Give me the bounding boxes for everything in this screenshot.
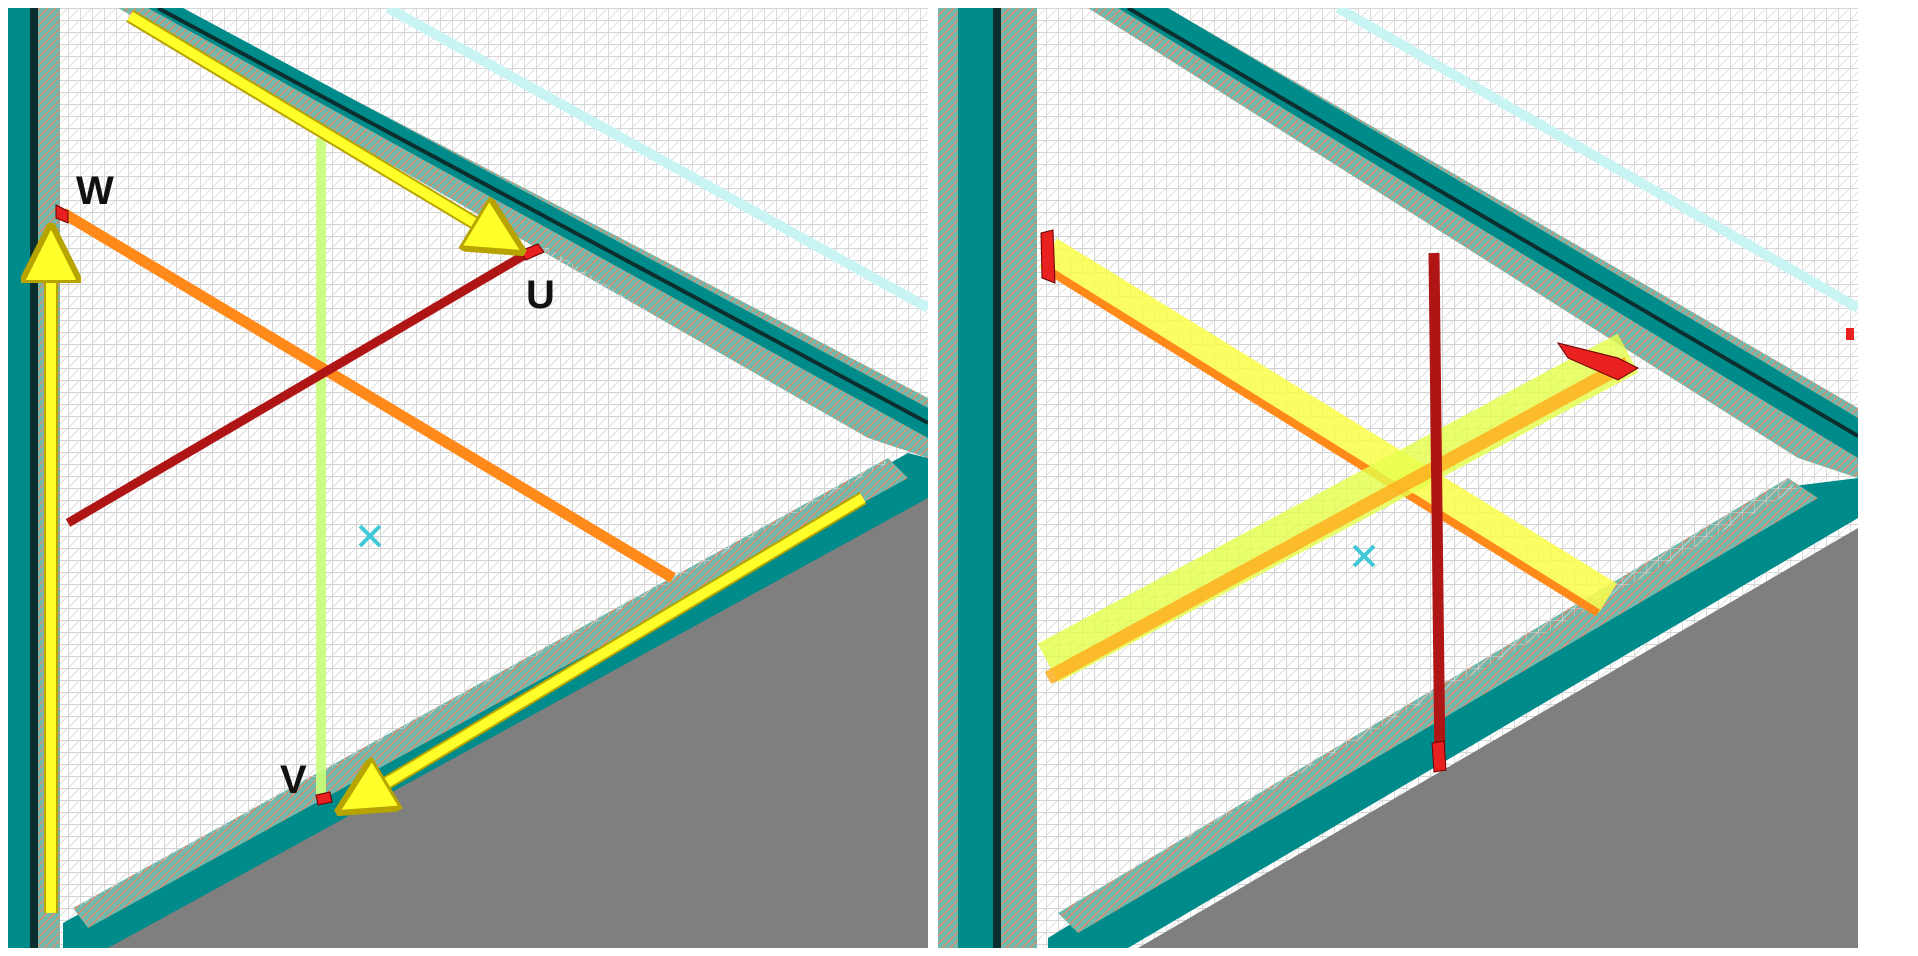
left-frame-post-edge bbox=[30, 8, 38, 948]
right-edge-marker bbox=[1846, 328, 1854, 340]
top-frame-beam bbox=[148, 8, 928, 438]
top-frame-beam-hatch bbox=[1088, 8, 1858, 478]
top-frame-edge bbox=[1126, 8, 1858, 438]
direction-arrow-icon bbox=[127, 11, 508, 243]
plane-u-line bbox=[1044, 356, 1632, 685]
left-frame-post bbox=[8, 8, 30, 948]
v-end-marker bbox=[1431, 740, 1447, 773]
plane-w-line bbox=[1045, 266, 1601, 617]
w-end-marker bbox=[1040, 229, 1056, 284]
x-marker-icon bbox=[358, 524, 382, 548]
x-marker-icon bbox=[1352, 544, 1376, 568]
triangle-plane-mesh bbox=[58, 208, 888, 918]
plane-u-band bbox=[1037, 333, 1639, 683]
bottom-frame-hatch bbox=[73, 458, 908, 928]
left-frame-post-edge bbox=[993, 8, 1001, 948]
label-w: W bbox=[76, 169, 114, 213]
right-panel-scene bbox=[938, 8, 1858, 948]
plane-w-line bbox=[60, 208, 676, 583]
left-panel: W U V bbox=[8, 8, 928, 948]
direction-arrow-icon bbox=[353, 493, 866, 803]
cyan-reference-line bbox=[385, 8, 928, 313]
left-frame-post bbox=[958, 8, 993, 948]
cyan-reference-line bbox=[1335, 8, 1858, 313]
u-end-marker bbox=[1556, 342, 1640, 381]
far-left-post-hatch bbox=[938, 8, 958, 948]
label-v: V bbox=[280, 758, 307, 802]
left-frame-post-hatch bbox=[1001, 8, 1037, 948]
right-panel bbox=[938, 8, 1858, 948]
label-u: U bbox=[526, 273, 555, 317]
plane-v-line bbox=[1428, 252, 1446, 769]
left-panel-scene: W U V bbox=[8, 8, 928, 948]
top-frame-beam bbox=[1118, 8, 1858, 458]
plane-u-line bbox=[65, 249, 531, 527]
floor bbox=[1138, 528, 1858, 948]
plane-w-band bbox=[1039, 238, 1617, 613]
top-frame-edge bbox=[157, 8, 928, 425]
